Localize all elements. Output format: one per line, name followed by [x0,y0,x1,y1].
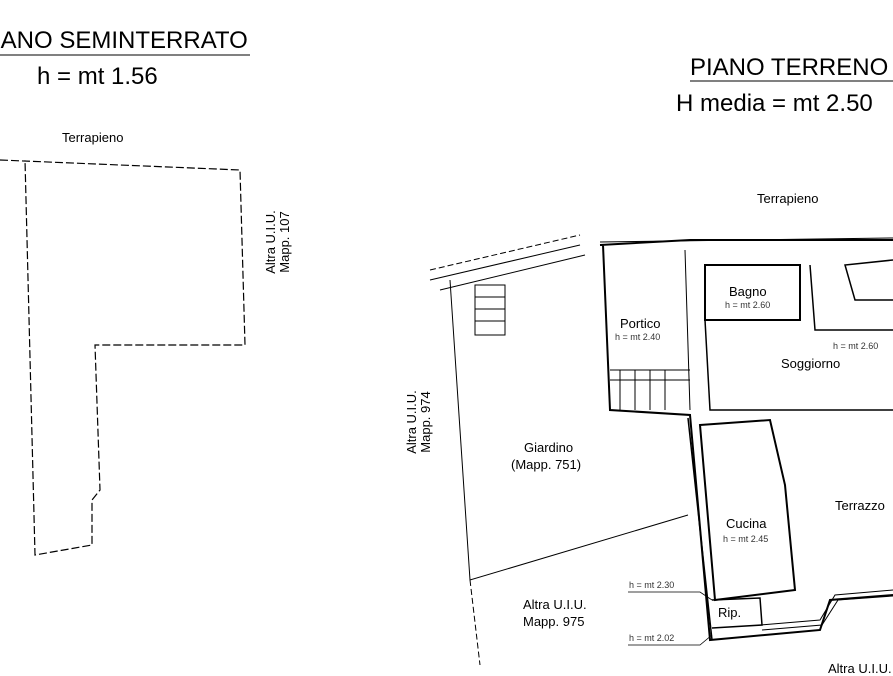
mapp-975-label: Mapp. 975 [523,614,585,629]
terreno-title: PIANO TERRENO [690,54,889,81]
altra-uiu-bottom-label: Altra U.I.U. [828,661,892,676]
terrapieno-label-left: Terrapieno [62,130,124,145]
room-bagno: Bagno [729,284,767,299]
mapp-107-text: Mapp. 107 [277,211,292,273]
altra-uiu-text: Altra U.I.U. [263,210,278,274]
terrapieno-label-right: Terrapieno [757,191,819,206]
seminterrato-height: h = mt 1.56 [37,63,158,90]
room-cucina-height: h = mt 2.45 [723,534,769,544]
callout-h-230: h = mt 2.30 [629,580,675,590]
terreno-height: H media = mt 2.50 [676,90,873,117]
room-rip: Rip. [718,605,742,620]
room-cucina: Cucina [726,516,767,531]
terrazzo-label: Terrazzo [835,498,885,513]
room-soggiorno-height: h = mt 2.60 [833,341,879,351]
giardino-label: Giardino [524,440,574,455]
altra-uiu-974-label: Altra U.I.U. Mapp. 974 [404,382,433,462]
room-portico: Portico [620,316,661,331]
building-outline [599,239,893,642]
altra-uiu-975-label: Altra U.I.U. [523,597,587,612]
giardino-mapp-label: (Mapp. 751) [511,457,582,472]
callout-h-202: h = mt 2.02 [629,633,675,643]
mapp-974-text: Mapp. 974 [418,391,433,453]
room-soggiorno: Soggiorno [781,356,841,371]
seminterrato-title: PIANO SEMINTERRATO [0,27,248,54]
room-bagno-height: h = mt 2.60 [725,300,771,310]
altra-uiu-text: Altra U.I.U. [404,390,419,454]
altra-uiu-107-label: Altra U.I.U. Mapp. 107 [263,202,292,282]
seminterrato-outline [0,159,246,556]
room-portico-height: h = mt 2.40 [615,332,661,342]
